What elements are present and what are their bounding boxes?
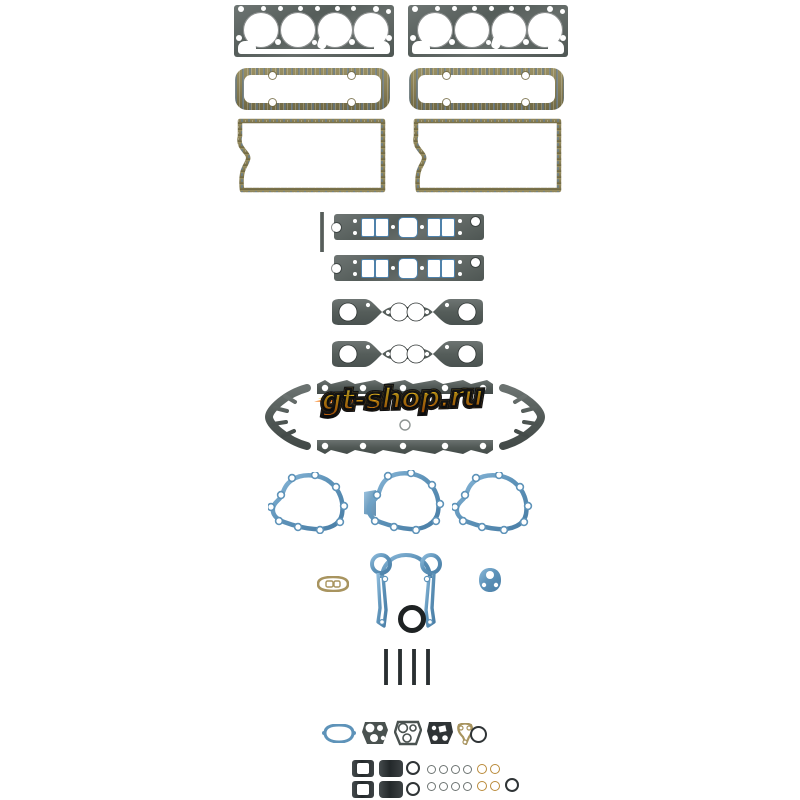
- thermostat-gasket-shape: [479, 568, 501, 592]
- rectangular-seal: [352, 760, 374, 777]
- valve-cover-gasket: [235, 68, 390, 110]
- oil-pan-gasket-group: [255, 378, 555, 456]
- accessory-gasket-row: [0, 0, 800, 747]
- rear-main-side-seal: [398, 649, 402, 685]
- small-o-ring: [439, 782, 448, 791]
- valve-cover-gasket: [409, 68, 564, 110]
- brass-o-ring: [490, 781, 500, 791]
- fuel-pump-gasket-shape: [316, 575, 350, 593]
- carb-gasket-shape: [322, 723, 356, 744]
- carburetor-base-gasket: [322, 723, 356, 748]
- side-cover-gasket-shape: [237, 118, 386, 193]
- exhaust-gasket-shape: [332, 341, 483, 367]
- valve-cover-gasket-group: [0, 0, 800, 110]
- intake-manifold-gasket-group: [0, 0, 800, 281]
- side-plate-gasket-shape: [427, 722, 453, 744]
- rear-main-side-seal: [384, 649, 388, 685]
- small-o-ring: [439, 765, 448, 774]
- intake-manifold-gasket: [332, 214, 484, 240]
- water-pump-gasket-shape: [266, 470, 349, 535]
- brass-o-ring: [477, 781, 487, 791]
- rear-main-side-seal: [426, 649, 430, 685]
- small-o-ring: [463, 765, 472, 774]
- timing-cover-gasket: [369, 550, 443, 637]
- timing-cover-gasket-group: [0, 0, 800, 633]
- rubber-plug-seal: [379, 781, 403, 798]
- exhaust-manifold-gasket: [330, 340, 485, 373]
- water-pump-gasket: [450, 470, 538, 539]
- water-pump-gasket-shape: [364, 468, 445, 535]
- water-pump-gasket: [266, 470, 354, 539]
- head-gasket-group: [0, 0, 800, 60]
- side-cover-gasket: [410, 118, 565, 193]
- timing-cover-gasket-shape: [370, 552, 442, 628]
- o-ring: [406, 761, 420, 775]
- o-ring: [406, 782, 420, 796]
- small-o-ring: [463, 782, 472, 791]
- small-o-ring: [427, 782, 436, 791]
- side-cover-gasket: [234, 118, 389, 193]
- fuel-pump-mount-shape: [393, 720, 423, 746]
- rectangular-seal: [352, 781, 374, 798]
- front-crank-seal: [398, 605, 426, 633]
- head-gasket: [234, 5, 394, 57]
- rear-main-side-seal-group: [0, 0, 800, 685]
- exhaust-gasket-shape: [332, 299, 483, 325]
- intake-manifold-gasket: [332, 255, 484, 281]
- brass-o-ring: [477, 764, 487, 774]
- water-pump-gasket-group: [0, 0, 800, 535]
- fuel-pump-mount-shape: [362, 722, 388, 744]
- water-pump-gasket-shape: [450, 470, 533, 535]
- head-gasket: [408, 5, 568, 57]
- large-o-ring: [470, 726, 487, 743]
- small-o-ring: [451, 782, 460, 791]
- small-o-ring: [427, 765, 436, 774]
- side-cover-gasket-shape: [413, 118, 562, 193]
- brass-o-ring: [490, 764, 500, 774]
- thermostat-housing-gasket: [478, 567, 502, 598]
- o-ring: [505, 778, 519, 792]
- water-pump-gasket: [362, 468, 448, 539]
- small-o-ring: [451, 765, 460, 774]
- exhaust-manifold-gasket: [330, 298, 485, 331]
- thin-strip-gasket: [320, 212, 324, 252]
- fuel-pump-gasket: [316, 575, 350, 597]
- exhaust-manifold-gasket-group: [0, 0, 800, 367]
- oil-pan-gasket-shape: [264, 380, 546, 454]
- fuel-pump-mount-gasket: [393, 720, 423, 751]
- fuel-pump-mount-gasket: [361, 720, 389, 751]
- side-plate-gasket: [426, 720, 454, 751]
- rear-main-side-seal: [412, 649, 416, 685]
- rubber-plug-seal: [379, 760, 403, 777]
- side-cover-gasket-group: [0, 0, 800, 193]
